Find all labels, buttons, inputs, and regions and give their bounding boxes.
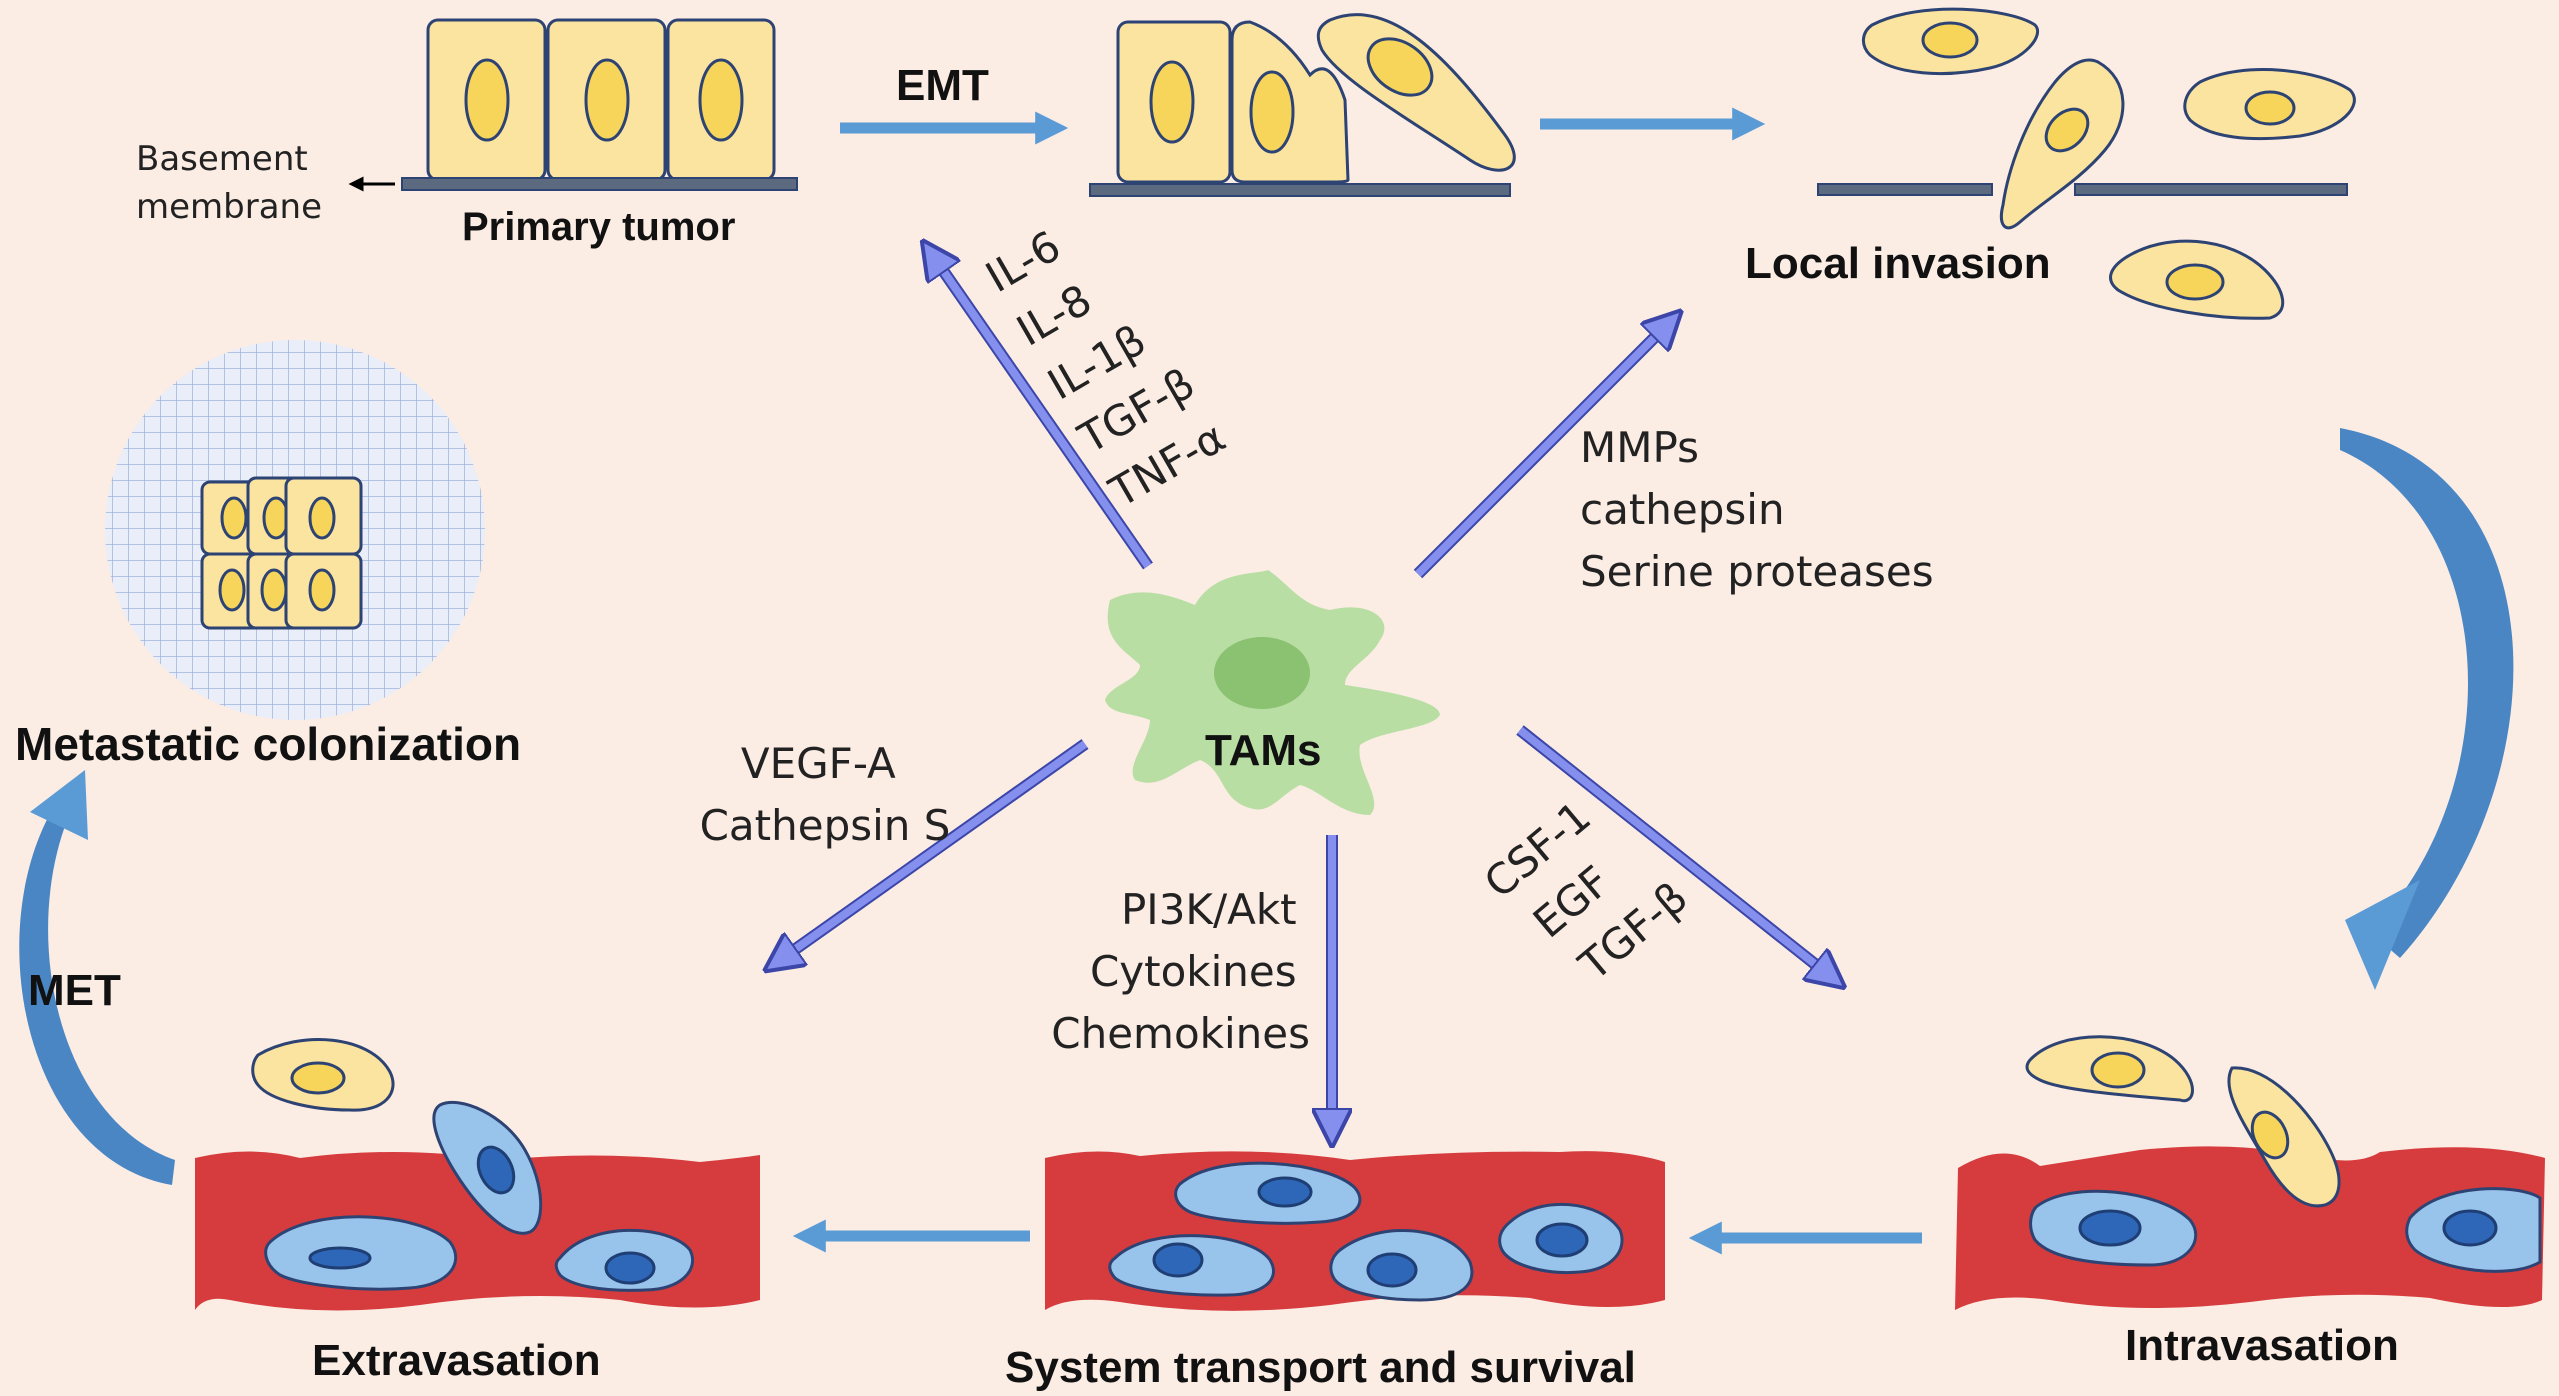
intravasation-label: Intravasation [2125,1321,2399,1370]
invasion-factors: MMPs cathepsin Serine proteases [1580,423,1934,596]
factor-cytokines: Cytokines [1090,947,1297,996]
tumor-nucleus [1921,21,1979,59]
circulating-nucleus [2078,1209,2142,1247]
svg-text:CSF-1 EGF TGF-β: CSF-1 EGF TGF-β [1475,777,1697,1002]
metastatic-colonization-group: Metastatic colonization [15,340,521,770]
tumor-nucleus [2090,1051,2146,1089]
tam-to-intravasation-arrow [1517,726,1830,976]
metastatic-colonization-label: Metastatic colonization [15,718,521,770]
factor-chemokines: Chemokines [1051,1009,1310,1058]
circulating-nucleus [1152,1242,1204,1278]
tumor-nucleus [220,496,248,540]
tumor-nucleus [2244,90,2296,126]
met-label: MET [28,966,121,1015]
svg-text:IL-6 IL-8 IL-1β: IL-6 IL-8 IL-1β TGF-β TNF-α [977,191,1246,518]
tumor-nucleus [2250,1110,2290,1160]
tam-nucleus [1214,637,1310,709]
extravasation-factors: VEGF-A Cathepsin S [700,739,951,850]
basement-label-line2: membrane [136,187,322,227]
circulating-nucleus [1257,1176,1313,1208]
tumor-nucleus [2044,107,2090,153]
tumor-nucleus [584,58,630,142]
circulating-nucleus [308,1246,372,1270]
tumor-nucleus [1366,37,1434,97]
basement-membrane-bar [1089,183,1511,197]
tumor-nucleus [262,496,290,540]
circulating-nucleus [1366,1252,1418,1288]
factor-serine-proteases: Serine proteases [1580,547,1934,596]
intravasation-group: Intravasation [1955,1035,2545,1370]
basement-label-line1: Basement [136,139,308,179]
tumor-nucleus [308,496,336,540]
primary-tumor-group: Basement membrane Primary tumor [136,18,798,249]
intravasation-factors: CSF-1 EGF TGF-β [1475,777,1697,1002]
primary-tumor-label: Primary tumor [462,205,735,249]
met-curve-arrow [19,805,175,1185]
tams-label: TAMs [1205,726,1322,775]
local-invasion-label: Local invasion [1745,239,2051,288]
tumor-nucleus [2165,263,2225,301]
system-transport-label: System transport and survival [1005,1343,1636,1392]
tumor-nucleus [698,58,744,142]
local-invasion-group: Local invasion [1745,7,2356,320]
factor-pi3k-akt: PI3K/Akt [1121,885,1297,934]
circulating-nucleus [1535,1222,1589,1258]
tumor-nucleus [1149,60,1195,144]
basement-membrane-label: Basement membrane [136,139,322,227]
extravasation-label: Extravasation [312,1336,601,1385]
emt-group: EMT [840,13,1516,197]
curve-arrowhead [2345,880,2420,990]
invasion-to-intravasation-curve [2340,428,2514,958]
basement-membrane-bar [401,177,798,191]
circulating-nucleus [476,1145,516,1195]
tumor-nucleus [260,568,288,612]
transport-factors: PI3K/Akt Cytokines Chemokines [1051,885,1310,1058]
circulating-nucleus [604,1251,656,1285]
factor-cathepsin-s: Cathepsin S [700,801,951,850]
tumor-nucleus [290,1061,346,1095]
factor-cathepsin: cathepsin [1580,485,1785,534]
factor-vegfa: VEGF-A [741,739,896,788]
factor-mmps: MMPs [1580,423,1699,472]
tam-to-extravasation-arrow [780,740,1088,960]
tam-group: TAMs [1105,570,1440,815]
basement-membrane-bar [2074,183,2348,196]
system-transport-group: System transport and survival [1005,1151,1665,1392]
tumor-nucleus [464,58,510,142]
tumor-nucleus [1249,70,1295,154]
emt-label: EMT [896,61,989,110]
blood-vessel [1955,1146,2545,1310]
basement-membrane-bar [1817,183,1993,196]
tumor-nucleus [308,568,336,612]
met-arrowhead [30,770,88,840]
tumor-nucleus [218,568,246,612]
emt-factors: IL-6 IL-8 IL-1β TGF-β TNF-α [977,191,1246,518]
extravasation-group: Extravasation [195,1038,760,1385]
tam-to-invasion-arrow [1415,324,1668,577]
circulating-nucleus [2442,1209,2498,1247]
tam-to-emt-arrow [933,256,1152,569]
